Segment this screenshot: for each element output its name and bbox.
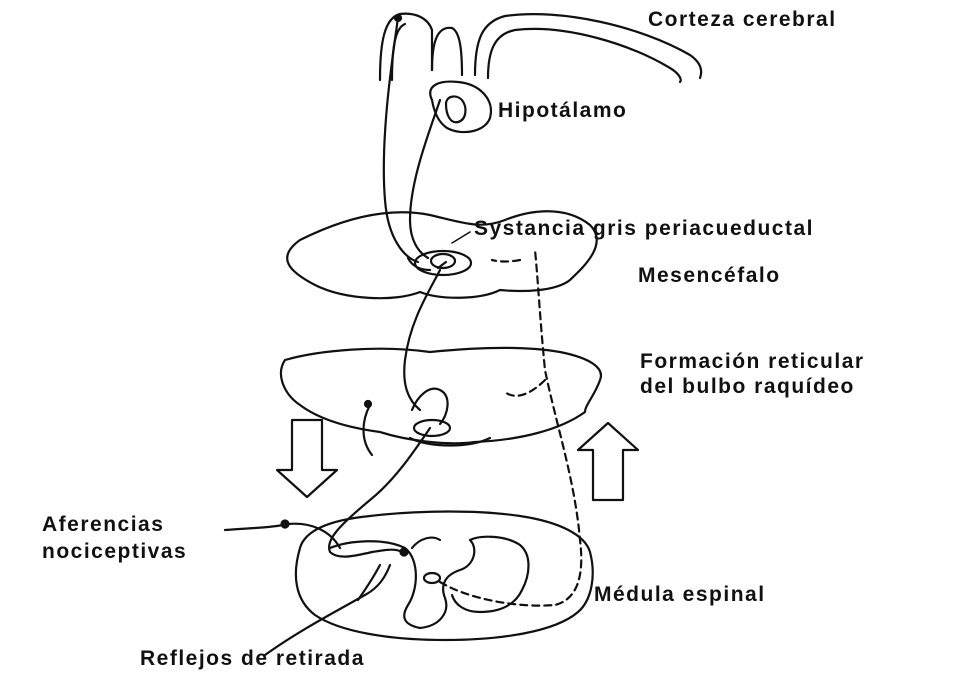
up-arrow-icon: [578, 423, 638, 500]
label-spinal-cord: Médula espinal: [594, 583, 766, 607]
spinal-cord-section: [296, 512, 593, 641]
down-arrow-icon: [277, 420, 337, 497]
label-nociceptive-line2: nociceptivas: [42, 540, 187, 564]
label-cortex: Corteza cerebral: [648, 8, 837, 32]
label-midbrain: Mesencéfalo: [638, 264, 781, 288]
withdrawal-reflex-fiber: [265, 565, 390, 655]
hypothalamus-shape: [430, 82, 491, 132]
label-pag: Systancia gris periacueductal: [474, 217, 814, 241]
ascending-pathway: [440, 250, 581, 606]
label-hypothalamus: Hipotálamo: [498, 99, 627, 123]
label-reticular-line2: del bulbo raquídeo: [640, 375, 855, 399]
medulla-section: [281, 348, 601, 446]
afferent-fiber: [225, 521, 340, 549]
descending-pathway: [329, 15, 446, 557]
label-withdrawal: Reflejos de retirada: [140, 647, 365, 671]
label-reticular-line1: Formación reticular: [640, 350, 865, 374]
leader-lines: [452, 232, 470, 243]
label-nociceptive-line1: Aferencias: [42, 513, 164, 537]
